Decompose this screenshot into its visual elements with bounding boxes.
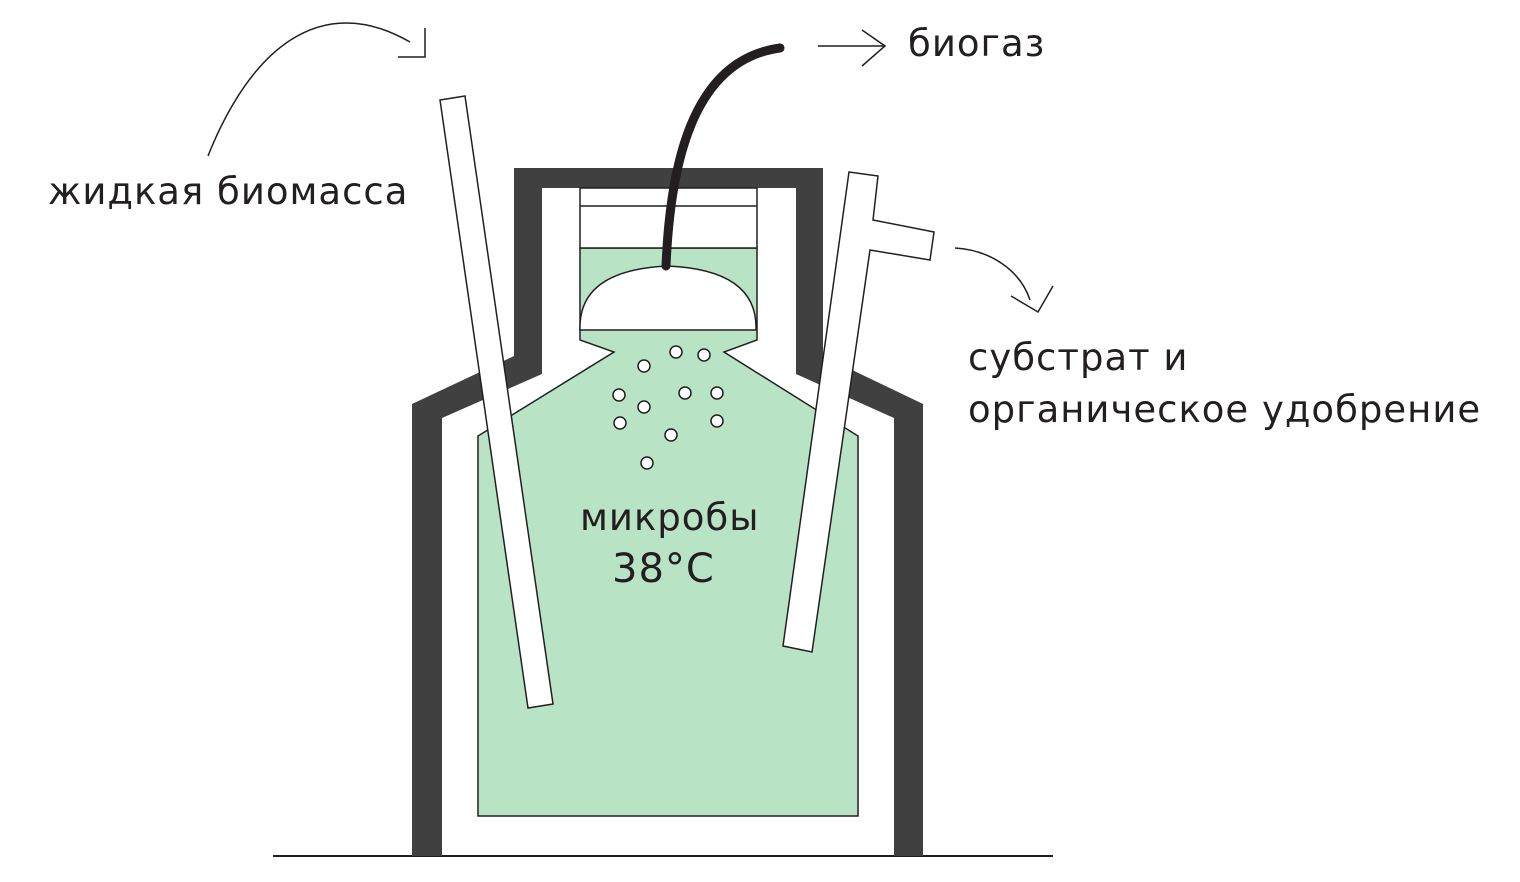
- bubble: [640, 456, 654, 470]
- biogas-arrow-icon: [818, 29, 887, 67]
- output-pipe: [782, 171, 935, 653]
- microbes-label: микробы: [580, 496, 760, 539]
- bubble: [710, 386, 724, 400]
- bubble: [664, 428, 678, 442]
- output-arrow-icon: [954, 247, 1054, 314]
- bubble: [637, 400, 651, 414]
- input-pipe: [439, 95, 554, 709]
- bubble: [697, 348, 711, 362]
- biogas-pipe: [661, 43, 785, 271]
- liquid-biomass-label: жидкая биомасса: [48, 170, 409, 213]
- substrate-label-line2: органическое удобрение: [968, 388, 1482, 431]
- vessel-wall: [412, 168, 923, 856]
- biogas-label: биогаз: [908, 22, 1046, 65]
- bubble: [637, 359, 651, 373]
- temperature-label: 38°C: [612, 546, 715, 592]
- gas-bubbles: [612, 345, 724, 470]
- bubble: [678, 386, 692, 400]
- bubble: [612, 388, 626, 402]
- bubble: [613, 416, 627, 430]
- bubble: [710, 414, 724, 428]
- input-arrow-icon: [207, 22, 426, 157]
- bubble: [669, 345, 683, 359]
- substrate-label-line1: субстрат и: [968, 336, 1189, 379]
